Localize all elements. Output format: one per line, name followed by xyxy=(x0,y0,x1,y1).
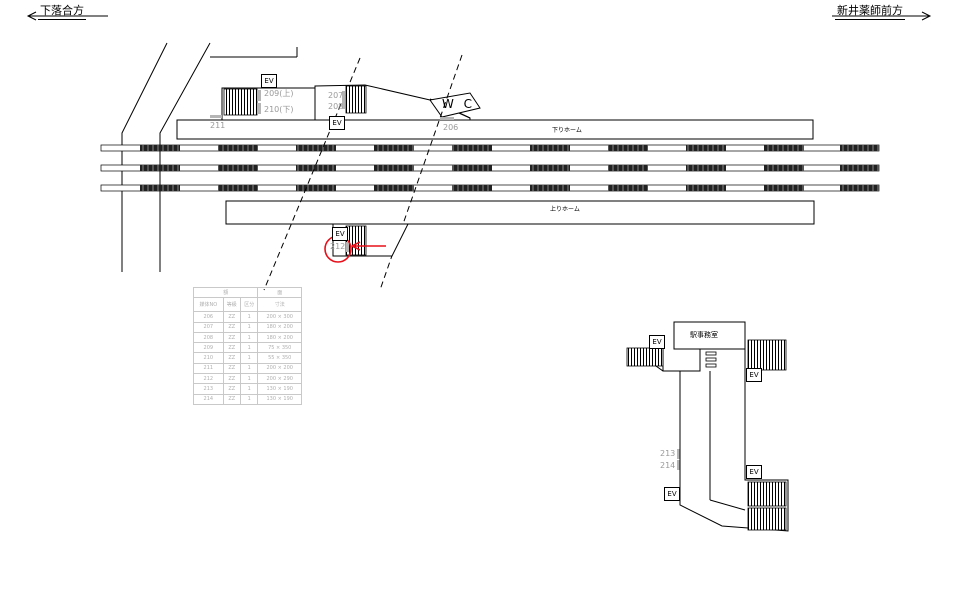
street-lines xyxy=(121,42,298,272)
up-platform-label: 上りホーム xyxy=(550,206,580,213)
lower-concourse-fixtures xyxy=(705,351,717,368)
table-cell: 130 × 190 xyxy=(257,383,302,395)
sign-214: 214 xyxy=(660,461,676,470)
arrow-left-icon xyxy=(26,11,108,21)
stairs-right-lower-1 xyxy=(747,481,787,507)
table-cell: 1 xyxy=(240,362,259,375)
station-office-label: 駅事務室 xyxy=(690,331,718,339)
elevator-icon: EV xyxy=(261,74,277,88)
table-cell: 1 xyxy=(240,311,259,323)
elevator-icon: EV xyxy=(329,116,345,130)
table-cell: ZZ xyxy=(222,331,242,344)
wc-label: W C xyxy=(442,97,476,111)
sign-markers xyxy=(210,90,681,470)
elevator-icon: EV xyxy=(746,465,762,479)
table-cell: 208 xyxy=(193,331,224,344)
table-cell: 1 xyxy=(240,321,259,333)
table-cell: 206 xyxy=(193,311,224,323)
table-header-cell: 等級 xyxy=(222,297,242,313)
table-cell: 207 xyxy=(193,321,224,333)
table-cell: 213 xyxy=(193,383,224,395)
table-cell: 180 × 200 xyxy=(257,321,302,333)
table-header-cell: 額 xyxy=(192,286,259,299)
table-cell: 214 xyxy=(193,393,224,405)
sign-209: 209(上) xyxy=(264,89,294,98)
elevator-icon: EV xyxy=(746,368,762,382)
stairs-right-lower-2 xyxy=(747,507,787,531)
table-cell: ZZ xyxy=(222,373,242,385)
table-cell: 1 xyxy=(240,331,259,344)
sign-210: 210(下) xyxy=(264,105,294,114)
sign-208: 208 xyxy=(328,102,344,111)
sign-211: 211 xyxy=(210,121,226,130)
table-cell: 1 xyxy=(240,393,259,405)
table-cell: ZZ xyxy=(222,352,242,364)
table-cell: 209 xyxy=(193,342,224,354)
down-platform xyxy=(176,119,814,140)
table-cell: 1 xyxy=(240,383,259,395)
table-header-cell: 寸法 xyxy=(257,297,302,313)
elevator-icon: EV xyxy=(664,487,680,501)
table-cell: ZZ xyxy=(222,362,242,375)
table-cell: 55 × 350 xyxy=(257,352,302,364)
table-header-cell: 面 xyxy=(257,286,302,299)
up-platform xyxy=(225,200,815,225)
table-cell: 180 × 200 xyxy=(257,331,302,344)
direction-right-label: 新井薬師前方 xyxy=(835,2,905,20)
track-1 xyxy=(100,144,880,152)
table-cell: 200 × 200 xyxy=(257,362,302,375)
table-header-row: 媒体NO 等級 区分 寸法 xyxy=(193,297,302,313)
table-cell: 200 × 300 xyxy=(257,311,302,323)
stairs-207-208 xyxy=(345,85,367,114)
arrow-right-icon xyxy=(832,11,932,21)
table-cell: 212 xyxy=(193,373,224,385)
stairs-209-210 xyxy=(223,88,258,116)
stairs-right-upper xyxy=(747,339,787,371)
elevator-icon: EV xyxy=(649,335,665,349)
down-platform-label: 下りホーム xyxy=(552,127,582,134)
direction-left-label: 下落合方 xyxy=(38,2,86,20)
sign-206: 206 xyxy=(443,123,459,132)
elevator-icon: EV xyxy=(332,227,348,241)
table-cell: 211 xyxy=(193,362,224,375)
sign-207: 207 xyxy=(328,91,344,100)
table-cell: 200 × 290 xyxy=(257,373,302,385)
track-2 xyxy=(100,164,880,172)
table-cell: 130 × 190 xyxy=(257,393,302,405)
table-cell: ZZ xyxy=(222,393,242,405)
sign-213: 213 xyxy=(660,449,676,458)
table-cell: ZZ xyxy=(222,342,242,354)
table-cell: 1 xyxy=(240,342,259,354)
table-cell: ZZ xyxy=(222,321,242,333)
table-cell: 75 × 350 xyxy=(257,342,302,354)
table-header-row: 額 面 xyxy=(192,286,302,299)
table-cell: 1 xyxy=(240,373,259,385)
track-3 xyxy=(100,184,880,192)
table-cell: ZZ xyxy=(222,383,242,395)
table-cell: 1 xyxy=(240,352,259,364)
wc-room xyxy=(429,92,481,118)
table-cell: 210 xyxy=(193,352,224,364)
sign-212: 212 xyxy=(330,242,346,251)
table-header-cell: 媒体NO xyxy=(193,297,224,313)
table-cell: ZZ xyxy=(222,311,242,323)
table-header-cell: 区分 xyxy=(240,297,259,313)
stairs-left-lower xyxy=(626,347,664,367)
